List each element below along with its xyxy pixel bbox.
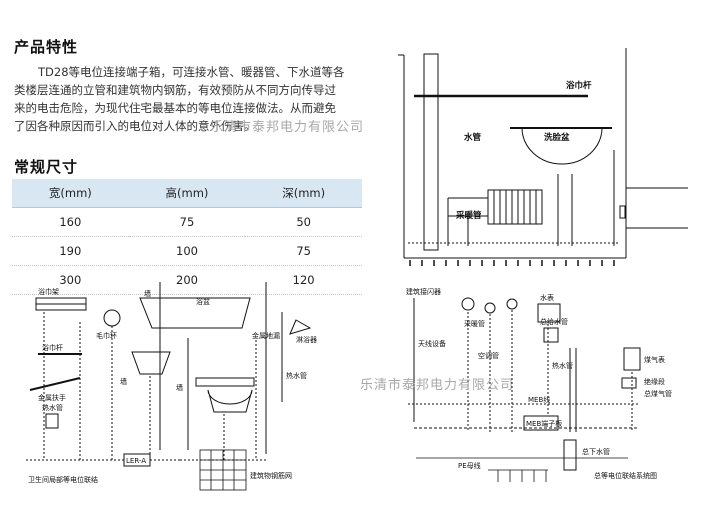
wall-label-3: 墙: [176, 383, 183, 392]
table-cell: 190: [12, 236, 129, 266]
table-row: 300 200 120: [12, 265, 362, 295]
shower-label: 淋浴器: [296, 335, 317, 344]
table-cell: 100: [128, 236, 246, 266]
heating-pipe-label: 采暖管: [464, 319, 485, 328]
column-header: 宽(mm): [12, 179, 129, 208]
towel-bar-label: 浴巾杆: [42, 343, 63, 352]
main-bonding-caption: 总等电位联结系统图: [594, 471, 657, 480]
building-steel-label: 建筑物钢筋网: [250, 471, 292, 480]
water-meter-label: 水表: [540, 293, 554, 302]
hot-water-pipe-label-2: 热水管: [42, 403, 63, 412]
heating-pipe-label: 采暖管: [455, 210, 482, 221]
pe-bus-label: PE母线: [458, 461, 481, 470]
hot-water-label: 热水管: [552, 361, 573, 370]
table-cell: 75: [245, 236, 362, 266]
wall-label-2: 墙: [120, 377, 127, 386]
metal-floor-drain-label: 金属地漏: [252, 331, 280, 340]
water-pipe-label: 水管: [463, 132, 482, 143]
towel-bar-label: 浴巾杆: [566, 80, 592, 91]
column-header: 深(mm): [245, 179, 362, 208]
main-water-pipe-label: 总给水管: [540, 317, 568, 326]
meb-box-label: MEB端子板: [526, 419, 562, 428]
sizes-title: 常规尺寸: [14, 158, 79, 176]
building-steel-label: 建筑接闪器: [406, 287, 441, 296]
antenna-label: 天线设备: [418, 339, 446, 348]
bathroom-bonding-diagram: 浴巾架 浴盆 毛巾环 墙 浴巾杆 金属地漏 淋浴器 墙 热水管 金属扶手 墙 热…: [26, 282, 317, 491]
table-row: 190 100 75: [12, 236, 362, 266]
table-cell: 160: [12, 207, 129, 237]
ac-pipe-label: 空调管: [478, 351, 499, 360]
bathtub-label: 浴盆: [196, 297, 210, 306]
ler-label: LER-A: [126, 457, 146, 465]
table-cell: 300: [12, 265, 129, 295]
hot-water-pipe-label: 热水管: [286, 371, 307, 380]
watermark: 乐清市泰邦电力有限公司: [210, 120, 365, 135]
table-cell: 50: [245, 207, 362, 237]
drain-label: 总下水管: [582, 447, 610, 456]
watermark: 乐清市泰邦电力有限公司: [360, 378, 515, 393]
table-cell: 75: [128, 207, 246, 237]
insulation-label: 绝缘段: [644, 377, 665, 386]
towel-rack-label: 浴巾架: [38, 287, 59, 296]
features-title: 产品特性: [14, 38, 79, 56]
table-header-row: 宽(mm) 高(mm) 深(mm): [12, 179, 362, 208]
table-cell: 200: [128, 265, 246, 295]
meb-line-label: MEB线: [528, 395, 550, 404]
column-header: 高(mm): [128, 179, 246, 208]
gas-meter-label: 煤气表: [644, 355, 665, 364]
table-row: 160 75 50: [12, 207, 362, 237]
main-gas-pipe-label: 总煤气管: [644, 389, 672, 398]
bathroom-caption: 卫生间局部等电位联结: [28, 475, 98, 484]
sizes-table: 宽(mm) 高(mm) 深(mm) 160 75 50 190 100 75 3…: [12, 179, 362, 295]
basin-diagram: 浴巾杆 水管 洗脸盆 采暖管: [398, 48, 688, 266]
wash-basin-label: 洗脸盆: [544, 132, 570, 143]
wall-label-1: 墙: [144, 289, 151, 298]
main-bonding-diagram: 建筑接闪器 采暖管 水表 总给水管 空调管 天线设备 热水管 煤气表 绝缘段 总…: [406, 287, 672, 482]
towel-ring-label: 毛巾环: [96, 331, 117, 340]
features-text: TD28等电位连接端子箱，可连接水管、暖器管、下水道等各类楼层连通的立管和建筑物…: [14, 65, 345, 133]
table-cell: 120: [245, 265, 362, 295]
metal-handrail-label: 金属扶手: [38, 393, 66, 402]
